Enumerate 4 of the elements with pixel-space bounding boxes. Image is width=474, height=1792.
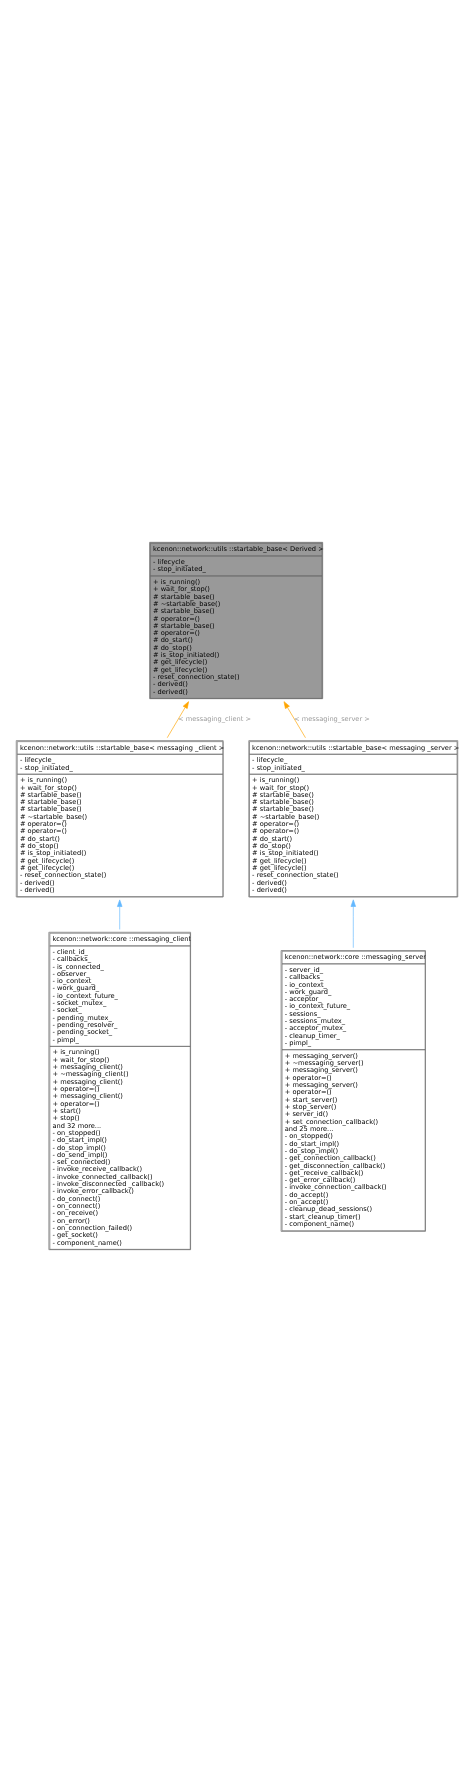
arrow bbox=[117, 899, 123, 930]
arrow bbox=[283, 701, 306, 739]
arrow bbox=[166, 701, 189, 739]
arrow bbox=[350, 899, 356, 949]
